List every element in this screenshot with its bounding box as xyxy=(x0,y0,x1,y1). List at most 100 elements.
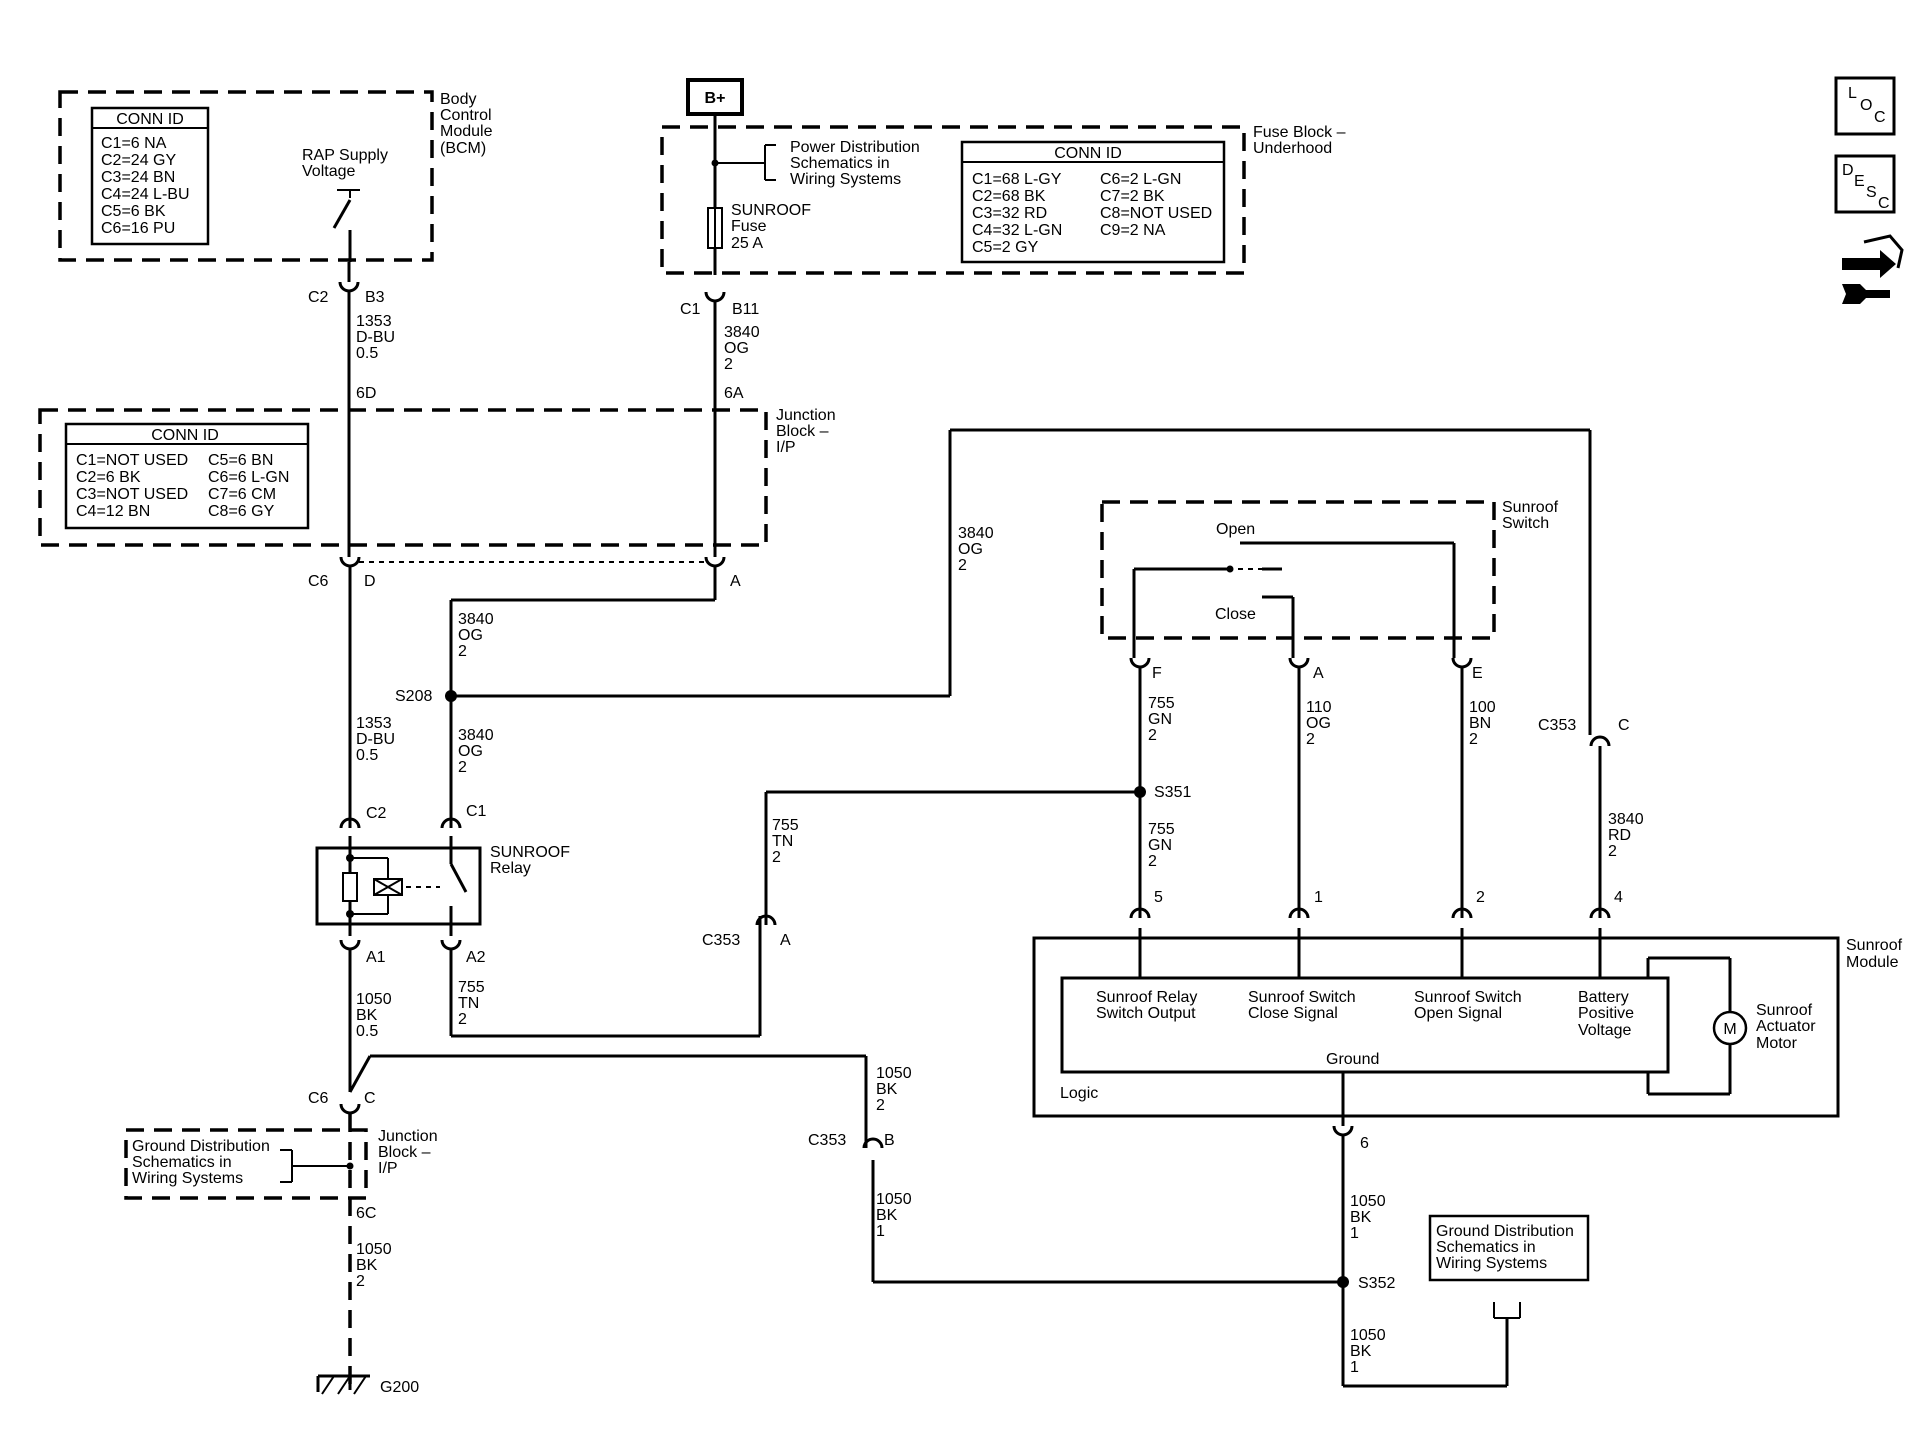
motor-label-3: Motor xyxy=(1756,1035,1798,1052)
c353-a-label: C353 xyxy=(702,932,740,949)
fuse-pin-conn: C1 xyxy=(680,301,701,318)
bcm-conn-list: C1=6 NA C2=24 GY C3=24 BN C4=24 L-BU C5=… xyxy=(101,135,190,237)
fuse-conn-item: C4=32 L-GN xyxy=(972,222,1062,239)
svg-text:110: 110 xyxy=(1306,699,1332,716)
svg-text:1: 1 xyxy=(1350,1359,1359,1376)
module-pin-5: 5 xyxy=(1154,889,1163,906)
junction-block-ip-top: Junction Block – I/P CONN ID C1=NOT USED… xyxy=(38,407,836,547)
svg-text:2: 2 xyxy=(356,1273,365,1290)
jb-bottom-c: C xyxy=(364,1090,376,1107)
wire-label-755-tn: 755 TN 2 xyxy=(772,817,799,866)
jb-conn-item: C5=6 BN xyxy=(208,452,273,469)
switch-pin-e: E xyxy=(1472,665,1483,682)
sunroof-module: 5 1 2 4 Sunroof Module Sunroof Relay Swi… xyxy=(1032,889,1903,1152)
svg-text:2: 2 xyxy=(1148,853,1157,870)
module-ground-label: Ground xyxy=(1326,1051,1379,1068)
motor-m: M xyxy=(1723,1021,1736,1038)
jb-conn-item: C6=6 L-GN xyxy=(208,469,289,486)
module-pin-1: 1 xyxy=(1314,889,1323,906)
svg-text:3840: 3840 xyxy=(724,324,760,341)
jb-pin-d: D xyxy=(364,573,376,590)
jb-conn-item: C2=6 BK xyxy=(76,469,141,486)
svg-text:1: 1 xyxy=(876,1223,885,1240)
module-logic-label: Logic xyxy=(1060,1085,1098,1102)
wire-label-1353-mid: 1353 D-BU 0.5 xyxy=(356,715,395,764)
relay-pin-c1: C1 xyxy=(466,803,487,820)
loc-icon[interactable]: L O C xyxy=(1834,76,1896,136)
connector-repair-icon[interactable] xyxy=(1842,234,1904,304)
svg-text:GN: GN xyxy=(1148,711,1172,728)
c353-c-label: C353 xyxy=(1538,717,1576,734)
pds-label-2: Schematics in xyxy=(790,155,890,172)
fuse-conn-item: C1=68 L-GY xyxy=(972,171,1062,188)
wire-label-755-gn-f: 755 GN 2 xyxy=(1148,695,1175,744)
svg-text:OG: OG xyxy=(958,541,983,558)
fuse-pin: B11 xyxy=(732,301,759,318)
svg-text:Ground Distribution: Ground Distribution xyxy=(1436,1223,1574,1240)
module-pin-2: 2 xyxy=(1476,889,1485,906)
open-sig-label-2: Open Signal xyxy=(1414,1005,1502,1022)
fuse-conn-item: C6=2 L-GN xyxy=(1100,171,1181,188)
bcm-module: Body Control Module (BCM) CONN ID C1=6 N… xyxy=(58,90,493,262)
module-title-1: Sunroof xyxy=(1846,937,1903,954)
wire-label-755-tn-a2: 755 TN 2 xyxy=(458,979,485,1028)
svg-text:Wiring Systems: Wiring Systems xyxy=(1436,1255,1547,1272)
svg-text:1: 1 xyxy=(1350,1225,1359,1242)
wire-label-3840-s208a: 3840 OG 2 xyxy=(458,611,494,660)
svg-text:OG: OG xyxy=(458,743,483,760)
wire-fuse-column xyxy=(359,306,1602,1288)
svg-text:2: 2 xyxy=(1608,843,1617,860)
junction-block-ip-bottom: C6 C Junction Block – I/P Ground Distrib… xyxy=(124,1090,438,1222)
fuse-conn-header: CONN ID xyxy=(1054,145,1122,162)
wire-label-1050-6: 1050 BK 1 xyxy=(1350,1193,1386,1242)
close-sig-label-2: Close Signal xyxy=(1248,1005,1338,1022)
wire-label-3840-long: 3840 OG 2 xyxy=(958,525,994,574)
svg-text:755: 755 xyxy=(1148,695,1175,712)
wire-label-3840-rd: 3840 RD 2 xyxy=(1608,811,1644,860)
jb-conn-item: C7=6 CM xyxy=(208,486,276,503)
svg-text:100: 100 xyxy=(1469,699,1496,716)
bcm-conn-item: C3=24 BN xyxy=(101,169,175,186)
svg-text:OG: OG xyxy=(458,627,483,644)
jb-title-2: Block – xyxy=(776,423,829,440)
batt-label-2: Positive xyxy=(1578,1005,1634,1022)
svg-text:1050: 1050 xyxy=(1350,1193,1386,1210)
switch-pin-f: F xyxy=(1152,665,1162,682)
sunroof-relay: C2 C1 SUNROOF Relay A1 A2 xyxy=(315,803,570,966)
pds-label-3: Wiring Systems xyxy=(790,171,901,188)
relay-pin-a2: A2 xyxy=(466,949,486,966)
svg-text:3840: 3840 xyxy=(458,611,494,628)
switch-title-2: Switch xyxy=(1502,515,1549,532)
jb-conn-header: CONN ID xyxy=(151,427,219,444)
wire-label-1050-c353b: 1050 BK 1 xyxy=(876,1191,912,1240)
jb-bottom-title-1: Junction xyxy=(378,1128,438,1145)
jb-bottom-c6: C6 xyxy=(308,1090,329,1107)
svg-text:BK: BK xyxy=(1350,1209,1372,1226)
bcm-title-3: Module xyxy=(440,123,493,140)
desc-icon[interactable]: D E S C xyxy=(1834,154,1896,214)
jb-title-3: I/P xyxy=(776,439,796,456)
svg-text:BK: BK xyxy=(356,1007,378,1024)
wire-label-1050-bot: 1050 BK 2 xyxy=(356,1241,392,1290)
svg-text:3840: 3840 xyxy=(958,525,994,542)
svg-text:Schematics in: Schematics in xyxy=(1436,1239,1536,1256)
rap-label-1: RAP Supply xyxy=(302,147,388,164)
fuse-label-1: SUNROOF xyxy=(731,202,811,219)
wire-label-1050-a1: 1050 BK 0.5 xyxy=(356,991,392,1040)
svg-text:755: 755 xyxy=(458,979,485,996)
switch-to-module-wires xyxy=(1138,668,1464,918)
fuse-conn-item: C8=NOT USED xyxy=(1100,205,1212,222)
svg-text:BK: BK xyxy=(876,1207,898,1224)
c353-b-pin: B xyxy=(884,1132,895,1149)
fuse-conn-item: C7=2 BK xyxy=(1100,188,1165,205)
c353-b-label: C353 xyxy=(808,1132,846,1149)
fuse-conn-list: C1=68 L-GY C2=68 BK C3=32 RD C4=32 L-GN … xyxy=(972,171,1212,256)
wire-label-3840-relay: 3840 OG 2 xyxy=(458,727,494,776)
rap-label-2: Voltage xyxy=(302,163,355,180)
batt-label-1: Battery xyxy=(1578,989,1629,1006)
svg-text:2: 2 xyxy=(772,849,781,866)
svg-text:2: 2 xyxy=(958,557,967,574)
wire-label-1050-c: 1050 BK 2 xyxy=(876,1065,912,1114)
jb-conn-item: C8=6 GY xyxy=(208,503,275,520)
svg-text:L: L xyxy=(1848,85,1857,102)
